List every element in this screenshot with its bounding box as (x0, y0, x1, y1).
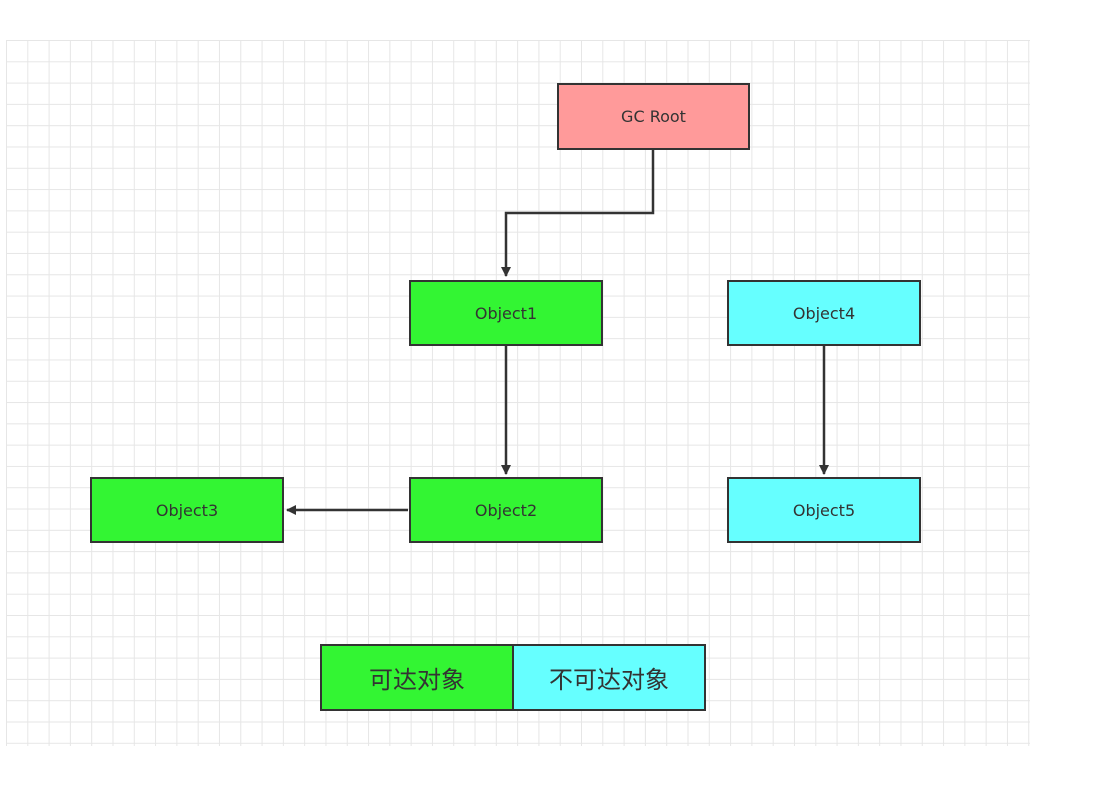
object3-label: Object3 (155, 500, 219, 520)
legend-reachable-label: 可达对象 (369, 666, 465, 694)
gc-root-label: GC Root (621, 107, 686, 126)
edge-gcroot-object1 (501, 150, 655, 277)
grid-canvas (6, 40, 1030, 746)
object5-label: Object5 (792, 500, 856, 520)
object1-label: Object1 (474, 303, 538, 323)
object2-node[interactable]: Object2 (409, 477, 603, 543)
legend-reachable: 可达对象 (320, 644, 514, 711)
object3-node[interactable]: Object3 (90, 477, 284, 543)
object1-node[interactable]: Object1 (409, 280, 603, 346)
gc-root-node[interactable]: GC Root (557, 83, 750, 150)
object2-label: Object2 (474, 500, 538, 520)
object4-label: Object4 (792, 303, 856, 323)
object5-node[interactable]: Object5 (727, 477, 921, 543)
object4-node[interactable]: Object4 (727, 280, 921, 346)
legend-unreachable-label: 不可达对象 (549, 666, 669, 694)
legend-unreachable: 不可达对象 (512, 644, 706, 711)
